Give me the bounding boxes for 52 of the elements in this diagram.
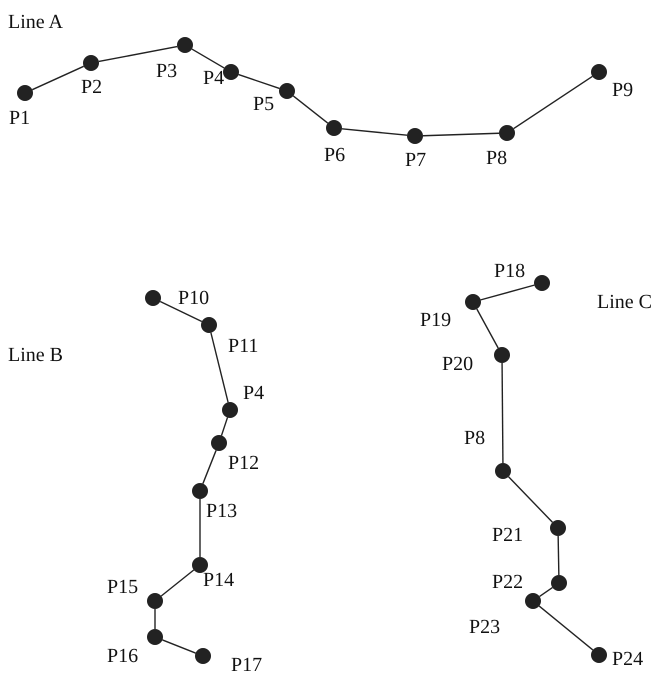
point-label: P10 bbox=[178, 287, 210, 309]
point-label: P16 bbox=[107, 645, 138, 667]
point-label: P22 bbox=[492, 571, 524, 593]
connector-line bbox=[539, 586, 553, 598]
point-label: P12 bbox=[228, 452, 260, 474]
connector-line bbox=[342, 128, 408, 136]
connector-line bbox=[162, 639, 196, 654]
point-label: P1 bbox=[9, 107, 30, 129]
connector-line bbox=[160, 300, 202, 322]
connector-line bbox=[292, 95, 328, 124]
connector-line bbox=[238, 74, 280, 90]
point-label: P18 bbox=[494, 260, 526, 282]
point-label: P13 bbox=[206, 500, 238, 522]
point-label: P9 bbox=[612, 79, 634, 101]
point-label: P21 bbox=[492, 524, 524, 546]
connector-line bbox=[480, 284, 534, 301]
point-label: P8 bbox=[486, 147, 508, 169]
point-label: P20 bbox=[442, 353, 474, 375]
point-label: P5 bbox=[253, 93, 274, 115]
point-label: P2 bbox=[81, 76, 102, 98]
point-label: P15 bbox=[107, 576, 138, 598]
point-label: P19 bbox=[420, 309, 452, 331]
connector-line bbox=[98, 46, 178, 62]
point-label: P7 bbox=[405, 149, 426, 171]
connector-line bbox=[154, 609, 156, 629]
connector-line bbox=[501, 363, 504, 463]
point-label: P4 bbox=[203, 67, 224, 89]
connector-line bbox=[557, 536, 560, 576]
point-label: P4 bbox=[243, 382, 264, 404]
connector-line bbox=[508, 476, 553, 523]
point-label: P6 bbox=[324, 144, 346, 166]
line-name: Line A bbox=[8, 11, 63, 33]
point-label: P14 bbox=[203, 569, 234, 591]
connector-line bbox=[160, 569, 194, 597]
connector-line bbox=[192, 48, 224, 69]
connector-line bbox=[513, 76, 593, 130]
point-label: P3 bbox=[156, 60, 178, 82]
line-name: Line B bbox=[8, 344, 63, 366]
connector-line bbox=[202, 450, 217, 484]
connector-line bbox=[220, 417, 228, 436]
connector-line bbox=[422, 132, 500, 136]
connector-line bbox=[538, 606, 594, 650]
connector-line bbox=[32, 66, 84, 90]
point-label: P17 bbox=[231, 654, 262, 676]
line-name: Line C bbox=[597, 291, 652, 313]
connector-line bbox=[210, 332, 229, 402]
connector-line bbox=[476, 308, 499, 348]
point-label: P23 bbox=[469, 616, 500, 638]
point-label: P24 bbox=[612, 648, 644, 670]
point-label: P8 bbox=[464, 427, 486, 449]
point-label: P11 bbox=[228, 335, 258, 357]
connector-line bbox=[199, 499, 201, 557]
